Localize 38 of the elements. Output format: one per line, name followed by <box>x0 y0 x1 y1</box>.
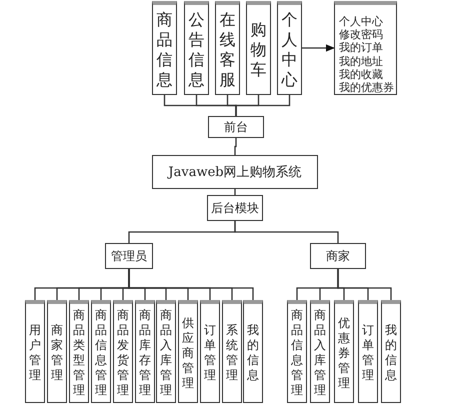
function-box: 商品库存管理 <box>135 300 155 403</box>
role-box: 管理员 <box>105 243 153 269</box>
function-box: 我的信息 <box>243 300 263 403</box>
list-item: 我的优惠券 <box>339 80 394 94</box>
function-box: 商品入库管理 <box>310 300 330 403</box>
info-box <box>334 1 397 95</box>
list-item: 个人中心 <box>339 15 383 28</box>
function-box: 商品类型管理 <box>69 300 89 403</box>
function-box: 商品信息 <box>152 1 177 95</box>
connector-line <box>235 95 290 116</box>
list-item: 我的收藏 <box>339 68 383 81</box>
function-box: 商品信息管理 <box>287 300 307 403</box>
system-box: Javaweb网上购物系统 <box>152 155 318 189</box>
function-box: 供应商管理 <box>178 300 198 403</box>
arrow <box>302 44 335 52</box>
function-box: 系统管理 <box>222 300 242 403</box>
function-box: 订单管理 <box>200 300 220 403</box>
function-box: 我的信息 <box>381 300 401 403</box>
function-box: 订单管理 <box>358 300 378 403</box>
list-item: 我的地址 <box>339 54 383 68</box>
function-box: 商品发货管理 <box>113 300 133 403</box>
list-item: 我的订单 <box>339 41 383 55</box>
function-box: 在线客服 <box>215 1 240 95</box>
function-box: 优惠券管理 <box>334 300 354 403</box>
module-box: 前台 <box>208 116 264 138</box>
function-box: 商家管理 <box>47 300 67 403</box>
function-box: 用户管理 <box>25 300 45 403</box>
function-box: 个人中心 <box>277 1 302 95</box>
role-box: 商家 <box>310 243 366 269</box>
function-box: 商品入库管理 <box>156 300 176 403</box>
connector-line <box>337 269 392 300</box>
list-item: 修改密码 <box>339 28 383 42</box>
function-box: 购物车 <box>246 1 271 95</box>
connector-line <box>234 138 237 155</box>
function-box: 公告信息 <box>184 1 209 95</box>
module-box: 后台模块 <box>207 195 263 221</box>
connector-line <box>234 221 339 243</box>
function-box: 商品信息管理 <box>91 300 111 403</box>
